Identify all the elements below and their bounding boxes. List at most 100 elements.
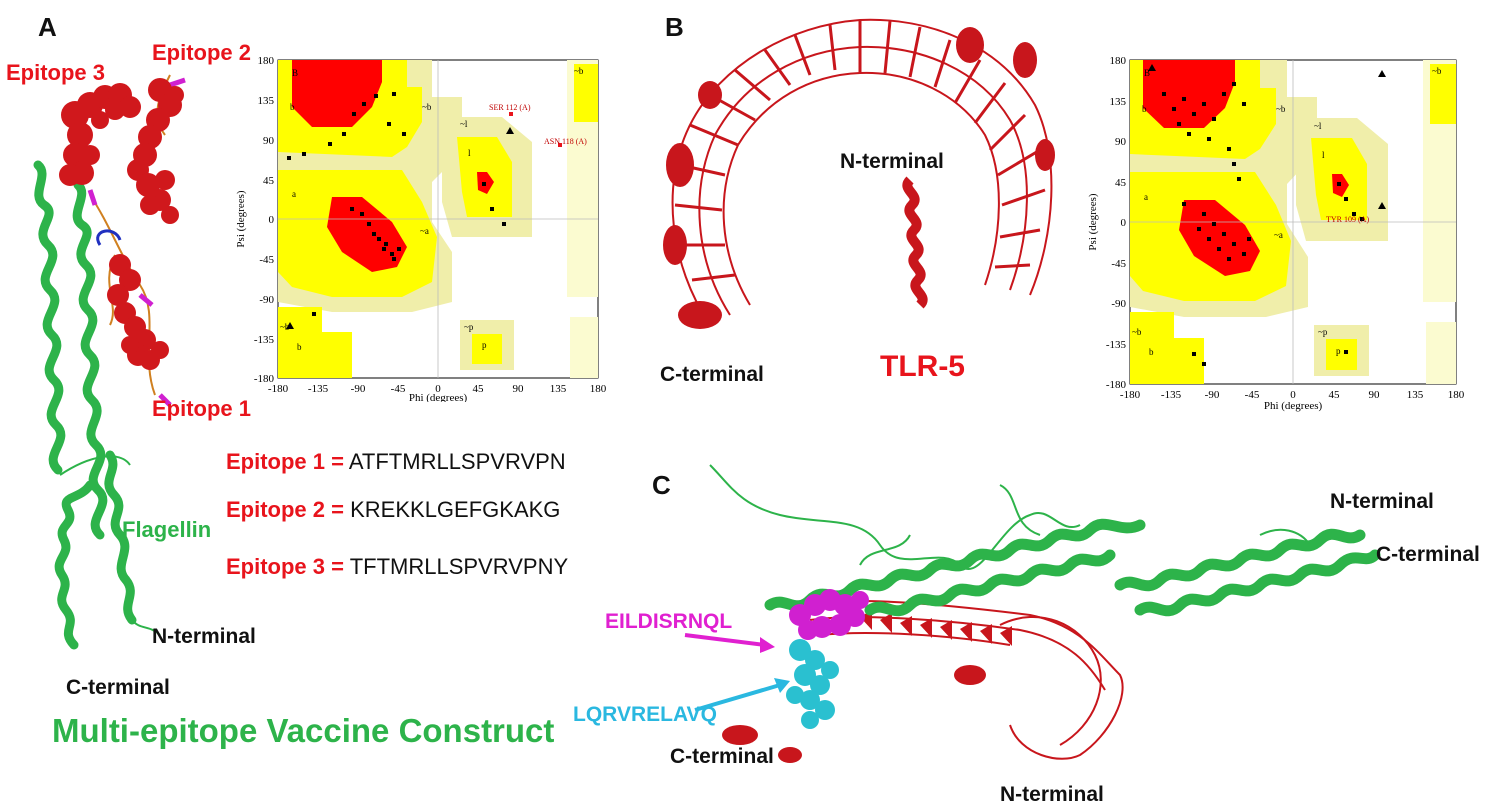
plot-b-ytick: -90 <box>1111 298 1126 310</box>
plot-a-marker-ser <box>509 112 513 116</box>
epitope-2-spheres <box>127 78 184 224</box>
plot-b-xtick: -135 <box>1161 389 1182 401</box>
ramachandran-plot-a: SER 112 (A) ASN 118 (A) B b ~b a ~a l ~l… <box>235 55 607 402</box>
plot-a-xtick: -45 <box>391 383 406 395</box>
cyan-epitope-spheres <box>786 639 839 729</box>
panel-b-letter: B <box>665 12 684 42</box>
plot-a-xtick: -90 <box>351 383 366 395</box>
epitope-sequence-1: Epitope 1 = ATFTMRLLSPVRVPN <box>226 449 566 475</box>
magenta-arrow <box>684 633 766 647</box>
plot-b-points <box>1148 64 1386 366</box>
plot-a-xtick: -180 <box>268 383 289 395</box>
plot-a-region-label: ~a <box>420 226 429 236</box>
epitope-sequence-3: Epitope 3 = TFTMRLLSPVRVPNY <box>226 554 568 580</box>
plot-b-region-label: a <box>1144 192 1148 202</box>
cyan-epitope-label: LQRVRELAVQ <box>573 703 717 726</box>
plot-a-region-label: p <box>482 340 487 350</box>
plot-a-region-label: ~b <box>280 322 290 332</box>
plot-b-region-label: p <box>1336 346 1341 356</box>
plot-b-xtick: 135 <box>1407 389 1424 401</box>
plot-a-ytick: -135 <box>254 334 275 346</box>
plot-a-region-labels: B b ~b a ~a l ~l ~p p ~b b ~b <box>280 66 584 352</box>
panel-a-n-terminal-label: N-terminal <box>152 625 256 648</box>
plot-b-region-label: ~l <box>1314 121 1322 131</box>
epitope-2-label: Epitope 2 <box>152 40 252 65</box>
plot-b-xtick: 0 <box>1290 389 1296 401</box>
plot-a-ytick: 0 <box>269 214 275 226</box>
plot-a-marker-asn <box>558 143 562 147</box>
plot-b-ytick: 180 <box>1110 55 1127 67</box>
plot-b-ytick: -45 <box>1111 258 1126 270</box>
epitope-sequence-3-value: TFTMRLLSPVRVPNY <box>349 554 569 579</box>
epitope-1-spheres <box>107 254 169 370</box>
plot-a-ytick: 90 <box>263 135 275 147</box>
plot-b-region-label: ~b <box>1432 66 1442 76</box>
label-arrows <box>684 633 790 712</box>
plot-a-region-label: b <box>290 102 295 112</box>
plot-b-region-label: ~b <box>1276 104 1286 114</box>
ramachandran-plot-b: TYR 109 (A) B b ~b a ~a l ~l ~p p ~b b ~… <box>1087 55 1465 412</box>
complex-flagellin-helices <box>764 518 1381 617</box>
panel-c-c-terminal-bottom-label: C-terminal <box>670 745 774 768</box>
plot-b-ytick: -135 <box>1106 339 1127 351</box>
plot-a-region-label: b <box>297 342 302 352</box>
tlr5-structure <box>663 18 1055 329</box>
plot-b-x-ticks: -180 -135 -90 -45 0 45 90 135 180 <box>1120 389 1465 401</box>
plot-b-xtick: 45 <box>1329 389 1341 401</box>
plot-b-xtick: 180 <box>1448 389 1465 401</box>
plot-a-ytick: 135 <box>258 95 275 107</box>
tlr5-strands <box>674 20 1046 282</box>
plot-a-region-label: ~l <box>460 119 468 129</box>
panel-b-c-terminal-label: C-terminal <box>660 363 764 386</box>
complex-tlr5-strands <box>860 610 1012 646</box>
plot-a-ytick: 180 <box>258 55 275 67</box>
tlr5-label: TLR-5 <box>880 350 965 383</box>
flagellin-loops <box>59 455 161 636</box>
epitope-3-label: Epitope 3 <box>6 60 106 85</box>
plot-a-x-ticks: -180 -135 -90 -45 0 45 90 135 180 <box>268 383 607 395</box>
plot-a-ytick: -90 <box>259 294 274 306</box>
plot-b-ytick: -180 <box>1106 379 1127 391</box>
plot-b-ylabel: Psi (degrees) <box>1087 193 1099 250</box>
epitope-3-spheres <box>59 83 141 186</box>
panel-c-n-terminal-bottom-label: N-terminal <box>1000 783 1104 806</box>
plot-a-ylabel: Psi (degrees) <box>235 190 247 247</box>
plot-b-ytick: 90 <box>1115 136 1127 148</box>
panel-b-n-terminal-label: N-terminal <box>840 150 944 173</box>
magenta-linkers <box>87 77 186 407</box>
plot-b-xtick: -180 <box>1120 389 1141 401</box>
plot-a-region-label: ~p <box>464 322 474 332</box>
cyan-arrow <box>694 683 781 712</box>
plot-a-region-label: B <box>292 68 298 78</box>
tlr5-n-terminal-helix <box>902 176 928 309</box>
panel-c-n-terminal-top-label: N-terminal <box>1330 490 1434 513</box>
panel-a-c-terminal-label: C-terminal <box>66 676 170 699</box>
plot-b-region-label: ~b <box>1132 327 1142 337</box>
vaccine-construct-structure <box>33 74 186 650</box>
plot-b-xlabel: Phi (degrees) <box>1264 400 1323 412</box>
plot-a-ytick: 45 <box>263 175 275 187</box>
plot-b-ytick: 135 <box>1110 96 1127 108</box>
plot-a-xtick: -135 <box>308 383 329 395</box>
plot-b-xtick: -45 <box>1245 389 1260 401</box>
plot-a-xlabel: Phi (degrees) <box>409 392 468 402</box>
plot-b-region-label: b <box>1149 347 1154 357</box>
plot-b-region-label: b <box>1142 104 1147 114</box>
epitope-sequence-1-value: ATFTMRLLSPVRVPN <box>348 449 566 474</box>
plot-b-xtick: -90 <box>1205 389 1220 401</box>
plot-a-region-label: ~b <box>574 66 584 76</box>
plot-a-region-label: l <box>468 148 471 158</box>
complex-tlr5-helices <box>722 665 986 763</box>
plot-a-ytick: -45 <box>259 254 274 266</box>
plot-b-region-label: ~p <box>1318 327 1328 337</box>
plot-b-annotation-tyr: TYR 109 (A) <box>1326 215 1369 224</box>
plot-a-annotation-ser: SER 112 (A) <box>489 103 531 112</box>
plot-b-region-label: l <box>1322 150 1325 160</box>
plot-a-annotation-asn: ASN 118 (A) <box>544 137 587 146</box>
epitope-sequence-2: Epitope 2 = KREKKLGEFGKAKG <box>226 497 560 523</box>
plot-a-xtick: 45 <box>473 383 485 395</box>
epitope-1-label: Epitope 1 <box>152 396 252 421</box>
plot-b-region-labels: B b ~b a ~a l ~l ~p p ~b b ~b <box>1132 66 1442 357</box>
plot-a-xtick: 180 <box>590 383 607 395</box>
panel-c-letter: C <box>652 470 671 500</box>
